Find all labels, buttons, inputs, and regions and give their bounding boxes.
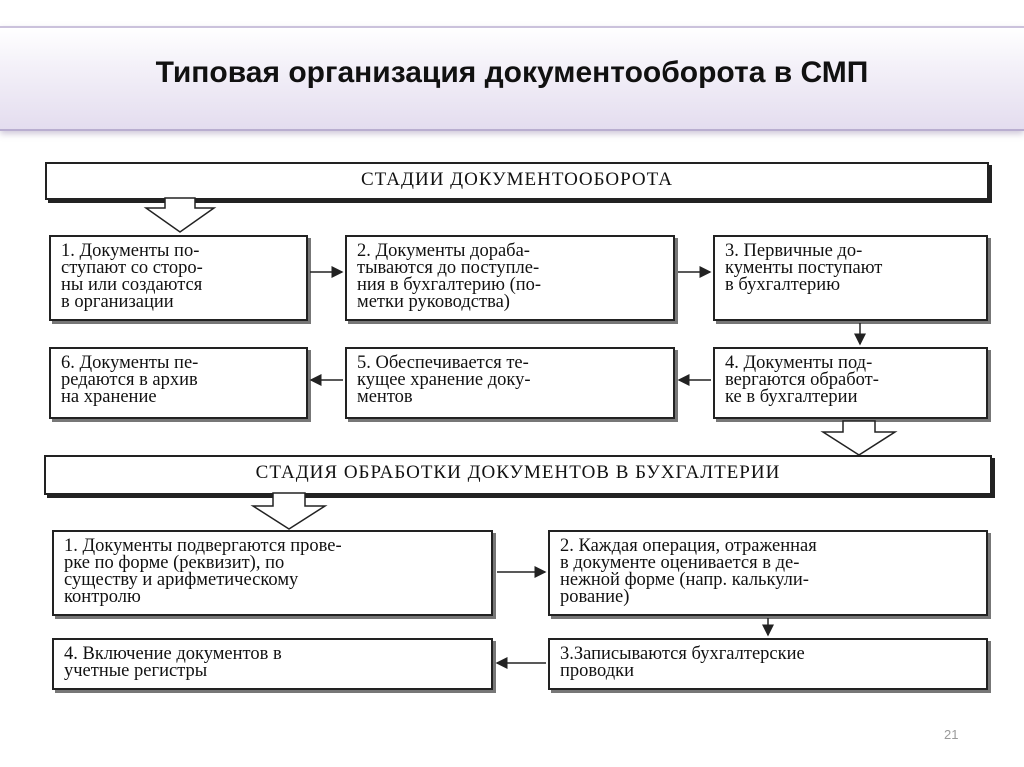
step1-box-6-line: 6. Документы пе-	[61, 353, 199, 373]
step1-box-1-line: ступают со сторо-	[61, 258, 203, 278]
step2-box-3: 3.Записываются бухгалтерские проводки	[548, 638, 988, 690]
hollow-down-arrow-2	[820, 420, 898, 456]
step1-box-1-line: 1. Документы по-	[61, 241, 200, 261]
step2-box-4-line: учетные регистры	[64, 661, 208, 681]
step2-box-1-line: существу и арифметическому	[64, 570, 299, 590]
title-banner	[0, 26, 1024, 131]
stage-header-accounting: СТАДИЯ ОБРАБОТКИ ДОКУМЕНТОВ В БУХГАЛТЕРИ…	[44, 455, 992, 495]
step1-box-3-line: кументы поступают	[725, 258, 883, 278]
step1-box-5: 5. Обеспечивается те- кущее хранение док…	[345, 347, 675, 419]
step2-box-2-line: в документе оценивается в де-	[560, 553, 800, 573]
hollow-down-arrow-3	[250, 492, 328, 530]
step2-box-3-line: проводки	[560, 661, 635, 681]
step2-box-1-line: 1. Документы подвергаются прове-	[64, 536, 342, 556]
step1-box-1-line: в организации	[61, 292, 174, 312]
step1-box-6-line: редаются в архив	[61, 370, 198, 390]
step2-box-2-line: нежной форме (напр. калькули-	[560, 570, 809, 590]
hollow-down-arrow-1	[143, 197, 217, 233]
stage-header-document-flow: СТАДИИ ДОКУМЕНТООБОРОТА	[45, 162, 989, 200]
step1-box-5-line: ментов	[357, 387, 413, 407]
step1-box-2-line: метки руководства)	[357, 292, 510, 312]
step1-box-6-line: на хранение	[61, 387, 157, 407]
page-number: 21	[944, 727, 959, 742]
step1-box-4-line: вергаются обработ-	[725, 370, 879, 390]
step2-box-1-line: рке по форме (реквизит), по	[64, 553, 285, 573]
step1-box-4-line: ке в бухгалтерии	[725, 387, 858, 407]
step1-box-2-line: ния в бухгалтерию (по-	[357, 275, 542, 295]
page-title: Типовая организация документооборота в С…	[155, 56, 869, 89]
step2-box-1-line: контролю	[64, 587, 141, 607]
step2-box-4: 4. Включение документов в учетные регист…	[52, 638, 493, 690]
step2-box-3-line: 3.Записываются бухгалтерские	[560, 644, 805, 664]
step1-box-4-line: 4. Документы под-	[725, 353, 873, 373]
step1-box-2-line: тываются до поступле-	[357, 258, 540, 278]
step1-box-1: 1. Документы по- ступают со сторо- ны ил…	[49, 235, 308, 321]
step2-box-2: 2. Каждая операция, отраженная в докумен…	[548, 530, 988, 616]
step1-box-6: 6. Документы пе- редаются в архив на хра…	[49, 347, 308, 419]
step1-box-3-line: 3. Первичные до-	[725, 241, 863, 261]
step2-box-1: 1. Документы подвергаются прове- рке по …	[52, 530, 493, 616]
step1-box-5-line: кущее хранение доку-	[357, 370, 531, 390]
step1-box-3-line: в бухгалтерию	[725, 275, 841, 295]
step1-box-4: 4. Документы под- вергаются обработ- ке …	[713, 347, 988, 419]
step1-box-5-line: 5. Обеспечивается те-	[357, 353, 529, 373]
step2-box-2-line: 2. Каждая операция, отраженная	[560, 536, 817, 556]
step1-box-1-line: ны или создаются	[61, 275, 203, 295]
step2-box-4-line: 4. Включение документов в	[64, 644, 282, 664]
step1-box-2-line: 2. Документы дораба-	[357, 241, 530, 261]
step1-box-3: 3. Первичные до- кументы поступают в бух…	[713, 235, 988, 321]
step1-box-2: 2. Документы дораба- тываются до поступл…	[345, 235, 675, 321]
step2-box-2-line: рование)	[560, 587, 630, 607]
